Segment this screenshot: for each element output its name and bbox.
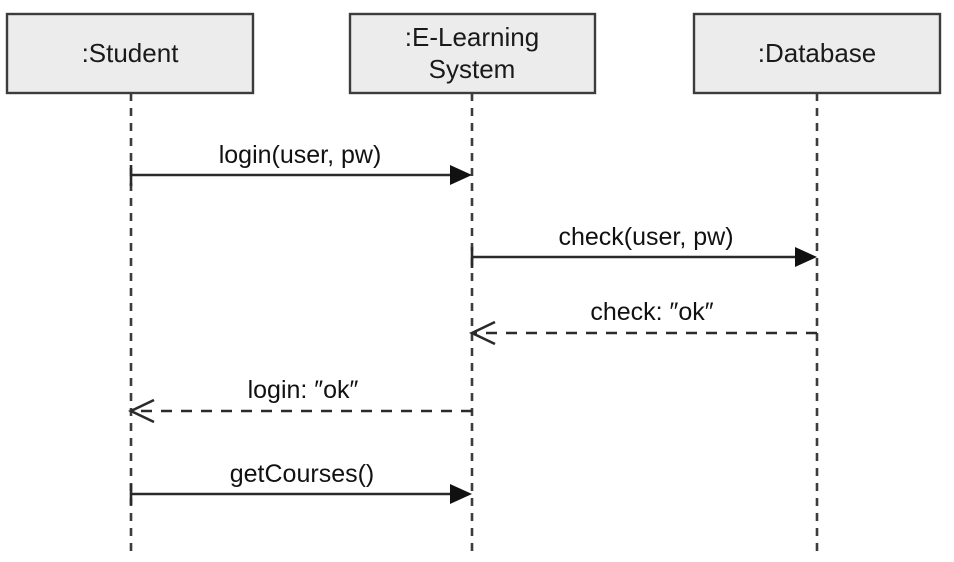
message-check-label: check(user, pw) (558, 223, 733, 251)
participant-box-database[interactable] (692, 12, 942, 95)
message-check-return[interactable]: check: ″ok″ (468, 298, 817, 346)
message-login-arrowhead (450, 165, 472, 185)
message-check-return-arrowhead (468, 320, 496, 346)
message-check[interactable]: check(user, pw) (470, 223, 817, 268)
participant-student[interactable]: :Student (5, 12, 255, 95)
participant-box-student[interactable] (5, 12, 255, 95)
participant-database[interactable]: :Database (692, 12, 942, 95)
participant-elearning-system[interactable]: :E-Learning System (348, 12, 597, 95)
message-login-return-arrowhead (127, 398, 155, 424)
participant-label-database: :Database (758, 38, 877, 68)
message-getcourses-arrowhead (450, 484, 472, 504)
message-getcourses[interactable]: getCourses() (129, 460, 472, 505)
participant-label-student: :Student (82, 38, 180, 68)
message-login-return[interactable]: login: ″ok″ (127, 376, 472, 424)
message-login[interactable]: login(user, pw) (129, 141, 472, 186)
message-getcourses-label: getCourses() (230, 460, 375, 488)
participant-box-elearning-system[interactable] (348, 12, 597, 95)
message-login-return-label: login: ″ok″ (248, 376, 359, 404)
message-check-return-label: check: ″ok″ (590, 298, 713, 326)
participant-label-elearning-system-line2: System (429, 54, 516, 84)
participant-label-elearning-system-line1: :E-Learning (405, 22, 539, 52)
message-login-label: login(user, pw) (219, 141, 382, 169)
message-check-arrowhead (795, 247, 817, 267)
